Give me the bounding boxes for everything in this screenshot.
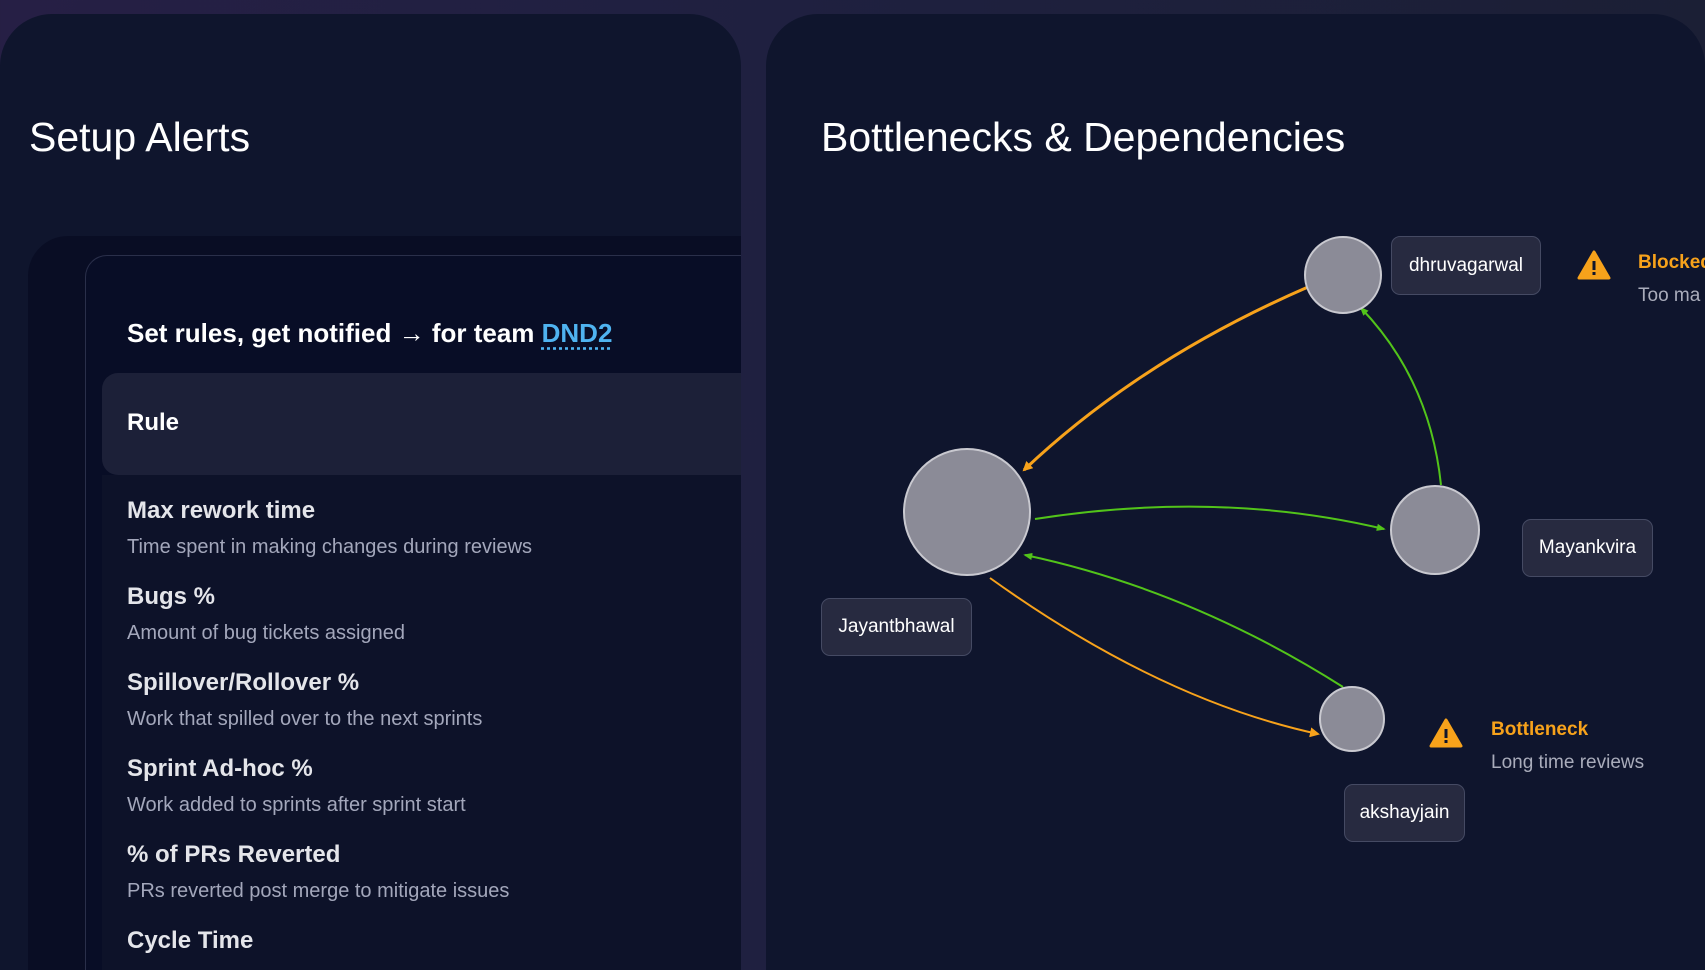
edge-jayant-to-mayank bbox=[1034, 505, 1386, 531]
rule-item[interactable]: Cycle Time bbox=[127, 927, 253, 955]
alert-title-bottleneck: Bottleneck bbox=[1491, 719, 1589, 740]
label-dhruvagarwal: dhruvagarwal bbox=[1391, 236, 1541, 295]
rule-item[interactable]: Sprint Ad-hoc % Work added to sprints aft… bbox=[127, 755, 466, 817]
rule-name: Sprint Ad-hoc % bbox=[127, 755, 313, 782]
alert-desc-bottleneck: Long time reviews bbox=[1491, 752, 1645, 773]
rule-desc: PRs reverted post merge to mitigate issu… bbox=[127, 880, 510, 902]
rule-desc: Amount of bug tickets assigned bbox=[127, 622, 405, 644]
node-jayantbhawal[interactable] bbox=[903, 448, 1031, 576]
rule-name: Max rework time bbox=[127, 497, 316, 524]
team-link[interactable]: DND2 bbox=[541, 318, 613, 348]
rule-name: Spillover/Rollover % bbox=[127, 669, 360, 696]
rule-desc: Work added to sprints after sprint start bbox=[127, 794, 466, 816]
setup-alerts-title: Setup Alerts bbox=[29, 114, 251, 160]
alert-desc-blocked: Too ma bbox=[1638, 285, 1701, 306]
edge-jayant-to-akshay bbox=[989, 577, 1320, 738]
edge-mayank-to-dhruv bbox=[1359, 306, 1442, 486]
rule-desc: Time spent in making changes during revi… bbox=[127, 536, 533, 558]
alerts-panel: Set rules, get notified → for team DND2 … bbox=[28, 236, 741, 970]
rule-desc: Work that spilled over to the next sprin… bbox=[127, 708, 483, 730]
label-jayantbhawal: Jayantbhawal bbox=[821, 598, 972, 656]
rule-name: % of PRs Reverted bbox=[127, 841, 341, 868]
setup-alerts-card: Setup Alerts Set rules, get notified → f… bbox=[0, 14, 741, 970]
alerts-inner-card: Set rules, get notified → for team DND2 … bbox=[85, 255, 741, 970]
rule-item[interactable]: Spillover/Rollover % Work that spilled ov… bbox=[127, 669, 482, 731]
label-mayankvira: Mayankvira bbox=[1522, 519, 1653, 577]
edge-akshay-to-jayant bbox=[1023, 552, 1344, 688]
alert-title-blocked: Blocked bbox=[1638, 252, 1705, 273]
node-mayankvira[interactable] bbox=[1390, 485, 1480, 575]
label-akshayjain: akshayjain bbox=[1344, 784, 1465, 842]
rule-table-header: Rule bbox=[102, 373, 741, 475]
node-dhruvagarwal[interactable] bbox=[1304, 236, 1382, 314]
rule-name: Bugs % bbox=[127, 583, 216, 610]
subtitle-text: Set rules, get notified → for team bbox=[127, 318, 542, 348]
rule-column-header: Rule bbox=[127, 409, 180, 436]
node-akshayjain[interactable] bbox=[1319, 686, 1385, 752]
bottlenecks-title: Bottlenecks & Dependencies bbox=[821, 114, 1346, 160]
rule-name: Cycle Time bbox=[127, 927, 254, 954]
warning-icon bbox=[1429, 718, 1463, 748]
rule-item[interactable]: Bugs % Amount of bug tickets assigned bbox=[127, 583, 405, 645]
alerts-subtitle: Set rules, get notified → for team DND2 bbox=[127, 318, 612, 349]
edge-dhruv-to-jayant bbox=[1022, 285, 1309, 472]
warning-icon bbox=[1577, 250, 1611, 280]
